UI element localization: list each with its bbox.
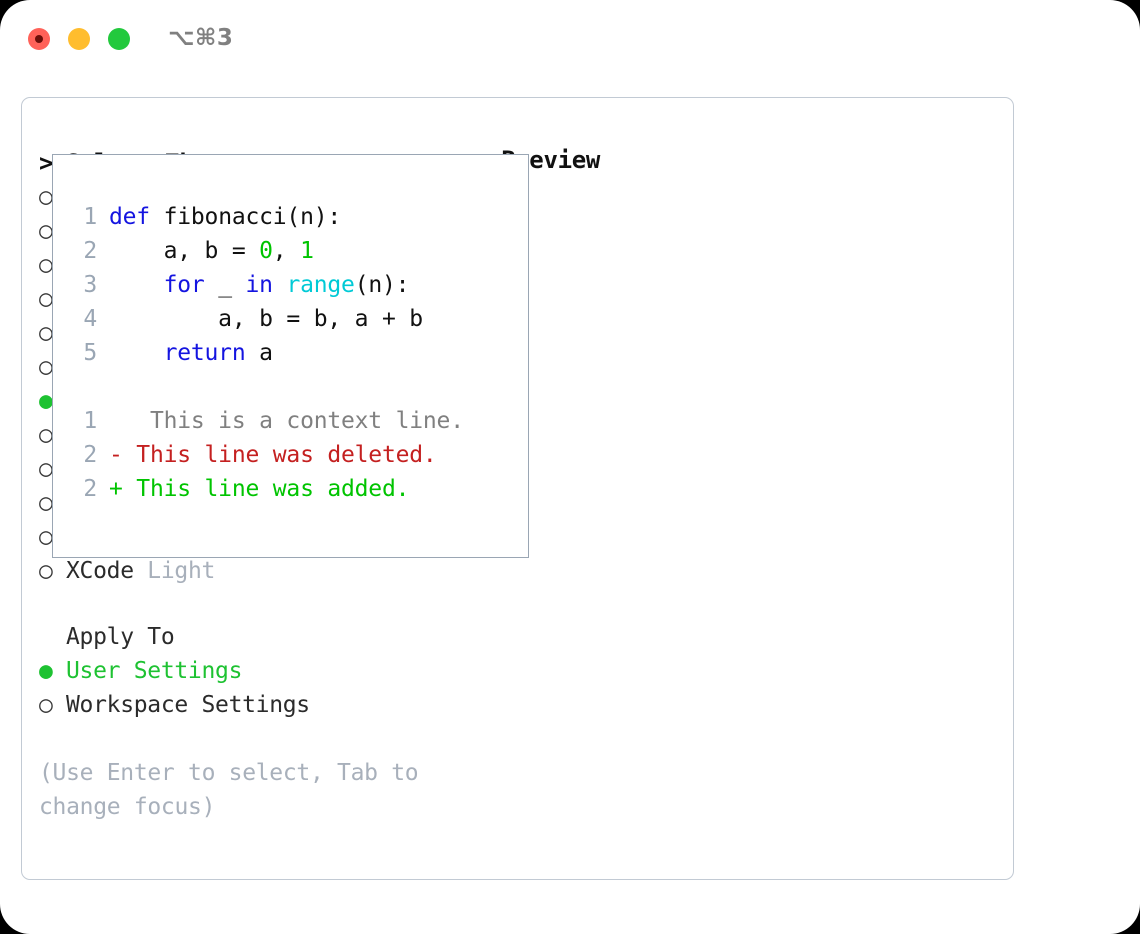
radio-unselected-icon: ○ — [39, 456, 53, 482]
line-number: 1 — [83, 408, 97, 434]
code-token-kw: for — [163, 272, 205, 298]
radio-unselected-icon: ○ — [39, 286, 53, 312]
diff-line: 2 + This line was added. — [69, 472, 514, 506]
radio-unselected-icon: ○ — [39, 490, 53, 516]
preview-title: Preview — [501, 146, 601, 174]
radio-unselected-icon: ○ — [39, 422, 53, 448]
code-line: 3 for _ in range(n): — [69, 268, 514, 302]
line-number: 4 — [83, 306, 97, 332]
radio-unselected-icon: ○ — [39, 558, 53, 584]
code-token-num: 0 — [259, 238, 273, 264]
code-line: 2 a, b = 0, 1 — [69, 234, 514, 268]
code-token-plain: a, b = — [109, 238, 260, 264]
minimize-window-button[interactable] — [68, 28, 90, 50]
apply-to-option-label: Workspace Settings — [66, 692, 310, 718]
diff-line: 2- This line was deleted. — [69, 438, 514, 472]
radio-selected-icon: ● — [39, 658, 53, 684]
code-line: 1 def fibonacci(n): — [69, 200, 514, 234]
diff-line: 1 This is a context line. — [69, 404, 514, 438]
preview-pane: Preview — [501, 146, 991, 174]
line-number: 2 — [83, 238, 97, 264]
code-line: 5 return a — [69, 336, 514, 370]
diff-marker: + — [109, 476, 123, 502]
code-token-plain: _ — [204, 272, 246, 298]
apply-to-option-user-settings[interactable]: ● User Settings — [39, 654, 489, 688]
radio-unselected-icon: ○ — [39, 218, 53, 244]
code-token-kw: def — [109, 204, 150, 230]
radio-unselected-icon: ○ — [39, 320, 53, 346]
content-frame: >Select Theme ○ANSI Dark○Atom One Dark○A… — [21, 97, 1014, 880]
code-token-builtin: range — [286, 272, 355, 298]
keyboard-hint-text: (Use Enter to select, Tab to change focu… — [39, 760, 419, 820]
line-number: 1 — [83, 204, 97, 230]
spacer — [39, 722, 489, 756]
line-number: 2 — [83, 442, 97, 468]
code-blank-line — [69, 370, 514, 404]
keyboard-shortcut-label: ⌥⌘3 — [168, 25, 234, 51]
title-bar: ⌥⌘3 — [0, 0, 1140, 78]
line-number: 5 — [83, 340, 97, 366]
diff-marker: - — [109, 442, 123, 468]
line-number: 3 — [83, 272, 97, 298]
diff-marker — [109, 408, 123, 434]
line-number: 2 — [83, 476, 97, 502]
code-token-plain: fibonacci(n): — [149, 204, 342, 230]
code-token-kw: in — [245, 272, 273, 298]
code-token-plain — [273, 272, 287, 298]
code-token-plain: a — [245, 340, 273, 366]
radio-unselected-icon: ○ — [39, 354, 53, 380]
code-line: 4 a, b = b, a + b — [69, 302, 514, 336]
radio-unselected-icon: ○ — [39, 252, 53, 278]
radio-unselected-icon: ○ — [39, 184, 53, 210]
apply-to-option-label: User Settings — [66, 658, 243, 684]
code-token-num: 1 — [300, 238, 314, 264]
code-token-plain — [109, 272, 164, 298]
diff-text: This line was added. — [122, 476, 410, 502]
radio-unselected-icon: ○ — [39, 692, 53, 718]
code-token-plain: , — [272, 238, 301, 264]
theme-option-label: XCode — [66, 558, 134, 584]
theme-option-xcode[interactable]: ○ XCode Light — [39, 554, 489, 588]
close-icon — [35, 35, 43, 43]
diff-text: This is a context line. — [122, 408, 464, 434]
code-token-plain — [109, 340, 164, 366]
theme-option-variant: Light — [133, 558, 216, 584]
apply-to-list: ● User Settings ○ Workspace Settings — [39, 654, 489, 722]
radio-selected-icon: ● — [39, 388, 53, 414]
radio-unselected-icon: ○ — [39, 524, 53, 550]
code-token-plain: a, b = b, a + b — [109, 306, 423, 332]
maximize-window-button[interactable] — [108, 28, 130, 50]
spacer — [39, 588, 489, 620]
diff-text: This line was deleted. — [122, 442, 437, 468]
caret-icon: > — [39, 149, 54, 177]
apply-to-title: Apply To — [66, 624, 175, 650]
code-token-plain: (n): — [354, 272, 410, 298]
apply-to-option-workspace-settings[interactable]: ○ Workspace Settings — [39, 688, 489, 722]
code-token-kw: return — [163, 340, 246, 366]
